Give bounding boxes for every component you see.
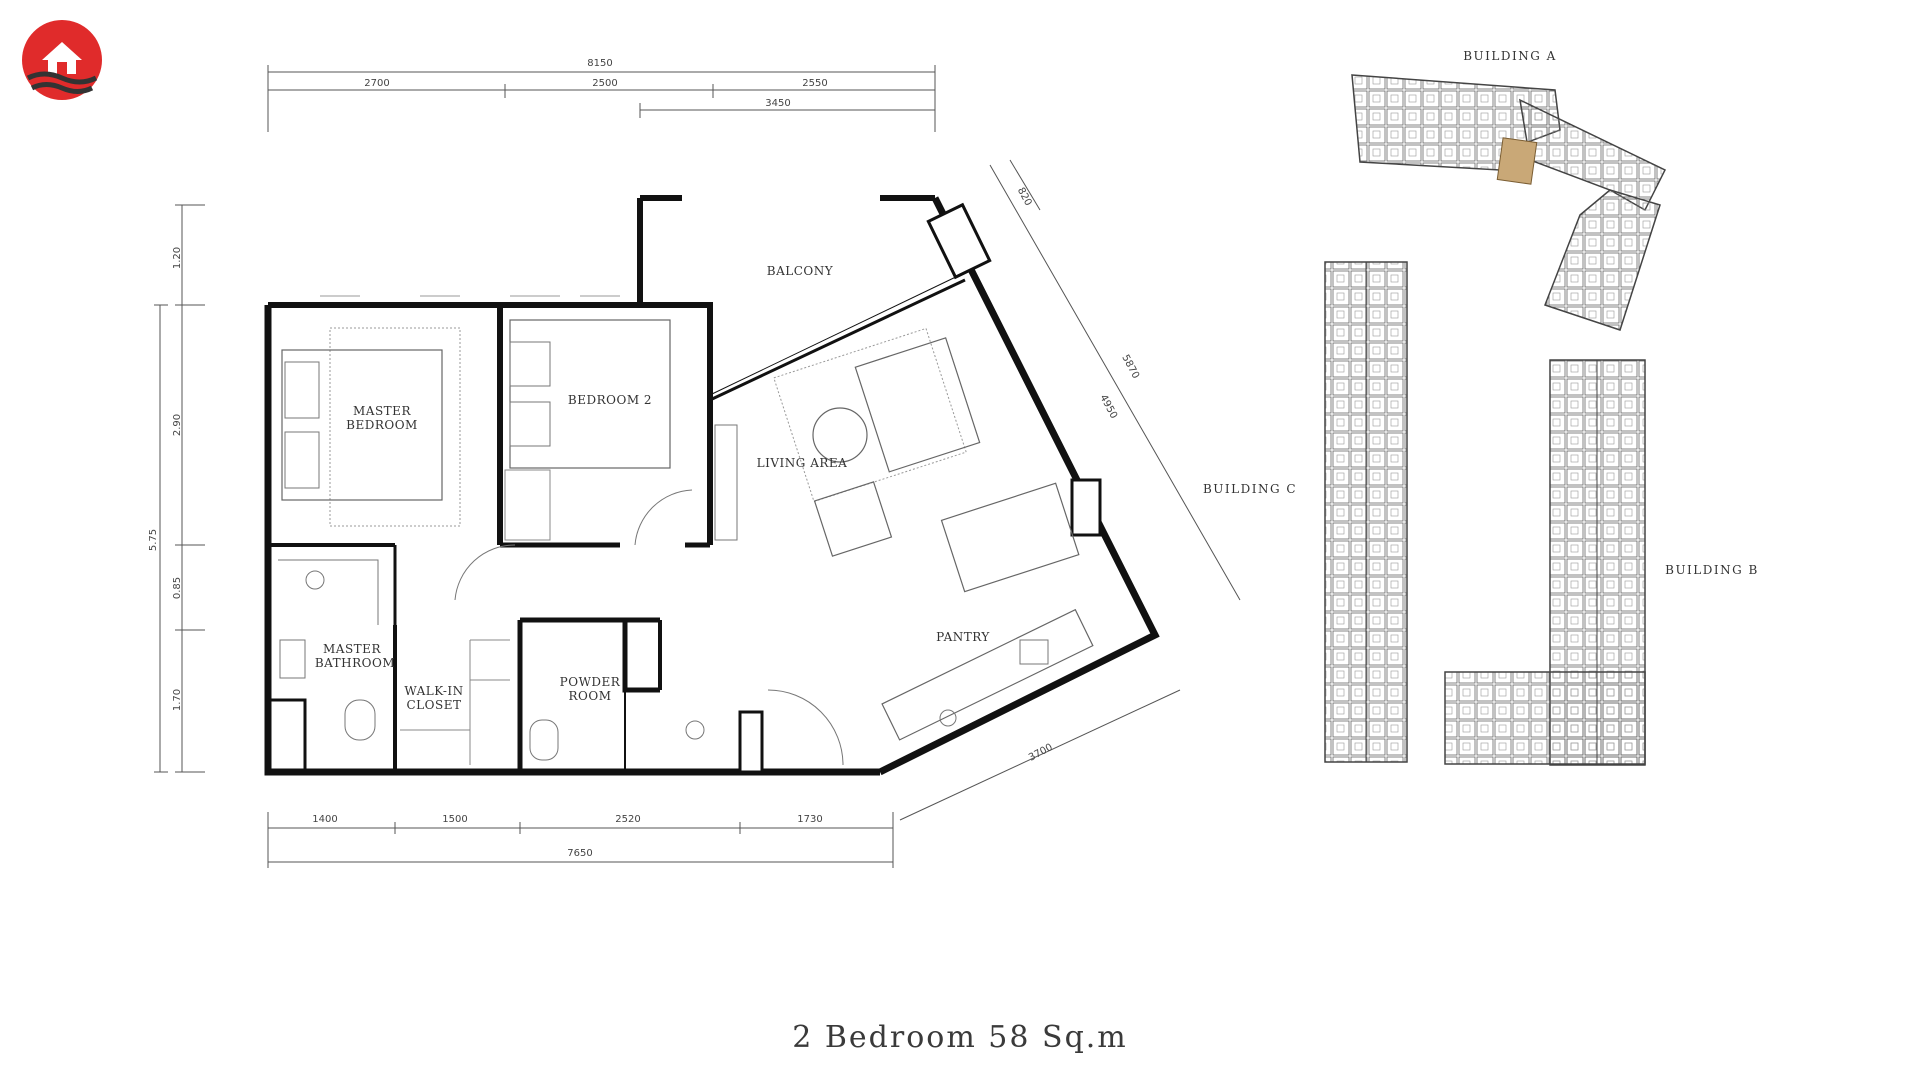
label-powder-room-1: POWDER (560, 675, 621, 689)
label-building-b: BUILDING B (1665, 563, 1759, 577)
dim-bottom-3: 2520 (615, 814, 640, 825)
label-building-a: BUILDING A (1463, 49, 1557, 63)
dim-diag-1: 820 (1015, 186, 1034, 208)
dim-diag-bottom: 3700 (1027, 742, 1055, 764)
label-master-bathroom-1: MASTER (323, 642, 381, 656)
label-powder-room-2: ROOM (569, 689, 612, 703)
label-bedroom-2: BEDROOM 2 (568, 393, 652, 407)
dim-diag-2: 5870 (1119, 353, 1141, 381)
unit-caption: 2 Bedroom 58 Sq.m (792, 1020, 1128, 1055)
house-waves-logo-icon (22, 20, 102, 100)
dimension-lines (154, 65, 1241, 868)
floor-plan (264, 195, 1160, 776)
dim-left-total: 5.75 (148, 529, 159, 551)
dim-left-4: 1.70 (172, 689, 183, 711)
site-plan: BUILDING A BUILDING C BUILDING B (1203, 49, 1759, 766)
dim-top-3: 2550 (802, 78, 827, 89)
dim-top-1: 2700 (364, 78, 389, 89)
dim-left-3: 0.85 (172, 577, 183, 599)
dim-left-1: 1.20 (172, 247, 183, 269)
label-master-bathroom-2: BATHROOM (315, 656, 395, 670)
building-b: BUILDING B (1444, 359, 1759, 766)
label-living-area: LIVING AREA (757, 456, 848, 470)
label-balcony: BALCONY (767, 264, 834, 278)
building-c: BUILDING C (1203, 261, 1408, 763)
label-master-bedroom-2: BEDROOM (346, 418, 418, 432)
label-pantry: PANTRY (936, 630, 990, 644)
dim-bottom-2: 1500 (442, 814, 467, 825)
room-labels: MASTER BEDROOM BEDROOM 2 BALCONY LIVING … (315, 264, 990, 712)
dim-bottom-total: 7650 (567, 848, 592, 859)
building-a: BUILDING A (1351, 49, 1667, 331)
dim-top-2: 2500 (592, 78, 617, 89)
dim-top-total: 8150 (587, 58, 612, 69)
label-building-c: BUILDING C (1203, 482, 1297, 496)
dim-diag-3: 4950 (1097, 393, 1119, 421)
dim-bottom-4: 1730 (797, 814, 822, 825)
label-walk-in-closet-1: WALK-IN (404, 684, 463, 698)
label-master-bedroom-1: MASTER (353, 404, 411, 418)
dim-top-sub: 3450 (765, 98, 790, 109)
label-walk-in-closet-2: CLOSET (407, 698, 462, 712)
dim-bottom-1: 1400 (312, 814, 337, 825)
highlighted-unit (1496, 137, 1538, 185)
dimension-labels: 8150 2700 2500 2550 3450 1400 1500 2520 … (148, 58, 1141, 859)
dim-left-2: 2.90 (172, 414, 183, 436)
